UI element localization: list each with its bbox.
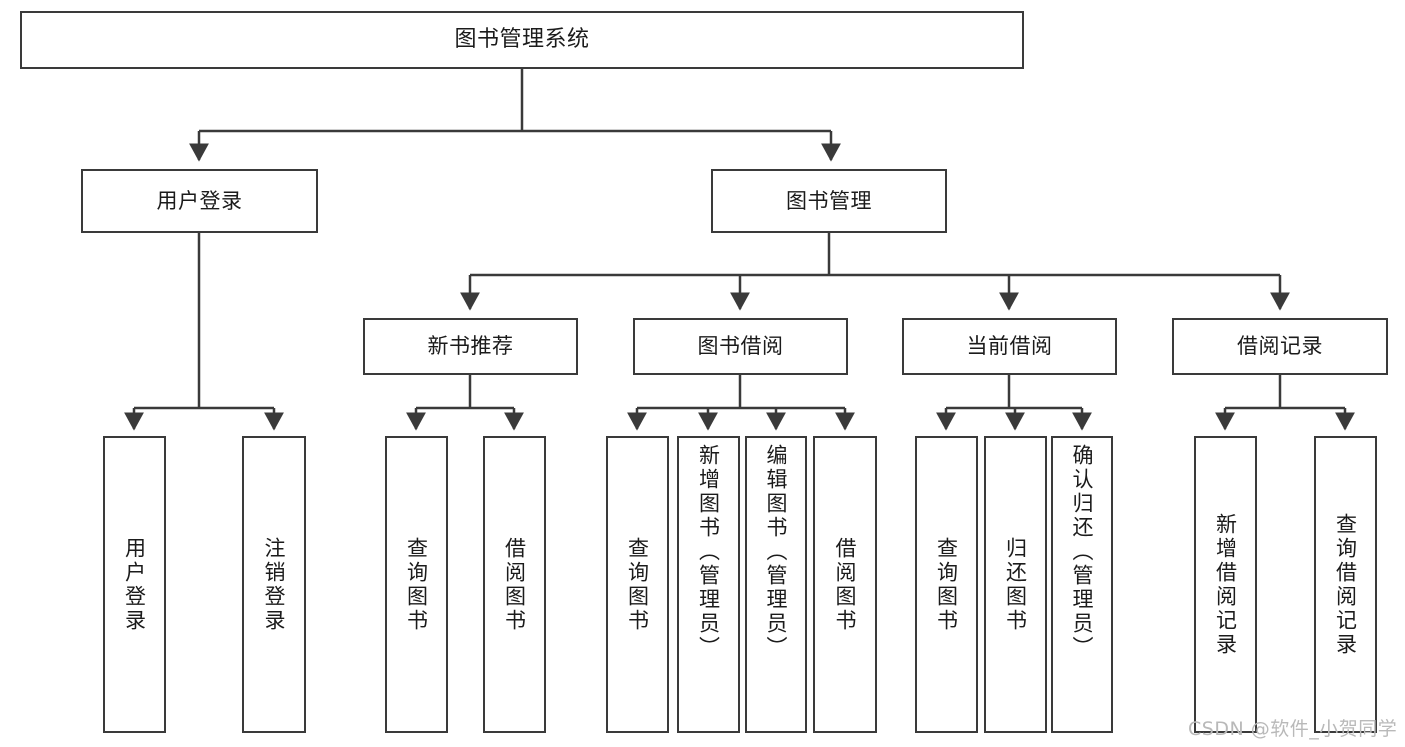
- leaf-edit-book-admin[interactable]: 编辑图书（管理员）: [745, 436, 807, 733]
- leaf-add-borrow-record[interactable]: 新增借阅记录: [1194, 436, 1257, 733]
- node-label: 借阅图书: [502, 536, 527, 633]
- node-label: 确认归还（管理员）: [1070, 444, 1095, 660]
- leaf-query-book-recommend[interactable]: 查询图书: [385, 436, 448, 733]
- node-book-management[interactable]: 图书管理: [711, 169, 947, 233]
- node-label: 编辑图书（管理员）: [764, 444, 789, 660]
- node-label: 注销登录: [262, 536, 287, 633]
- node-label: 新书推荐: [427, 334, 514, 359]
- node-label: 查询借阅记录: [1333, 512, 1358, 657]
- node-label: 归还图书: [1003, 536, 1028, 633]
- node-label: 图书管理: [786, 188, 872, 213]
- node-label: 借阅记录: [1237, 334, 1323, 359]
- leaf-query-borrow-record[interactable]: 查询借阅记录: [1314, 436, 1377, 733]
- node-label: 查询图书: [404, 536, 429, 633]
- csdn-watermark: CSDN @软件_小贺同学: [1188, 718, 1398, 740]
- leaf-query-book-borrow[interactable]: 查询图书: [606, 436, 669, 733]
- leaf-borrow-book[interactable]: 借阅图书: [813, 436, 877, 733]
- node-user-login[interactable]: 用户登录: [81, 169, 318, 233]
- leaf-user-login[interactable]: 用户登录: [103, 436, 166, 733]
- node-label: 借阅图书: [833, 536, 858, 633]
- node-new-book-recommend[interactable]: 新书推荐: [363, 318, 578, 375]
- node-root-system[interactable]: 图书管理系统: [20, 11, 1024, 69]
- leaf-query-book-current[interactable]: 查询图书: [915, 436, 978, 733]
- leaf-add-book-admin[interactable]: 新增图书（管理员）: [677, 436, 740, 733]
- node-current-borrow[interactable]: 当前借阅: [902, 318, 1117, 375]
- node-label: 当前借阅: [966, 334, 1053, 359]
- leaf-borrow-book-recommend[interactable]: 借阅图书: [483, 436, 546, 733]
- node-label: 查询图书: [934, 536, 959, 633]
- node-label: 查询图书: [625, 536, 650, 633]
- node-label: 用户登录: [122, 536, 147, 633]
- node-label: 新增借阅记录: [1213, 512, 1238, 657]
- node-label: 图书管理系统: [454, 27, 590, 53]
- node-label: 新增图书（管理员）: [696, 444, 721, 660]
- node-borrow-records[interactable]: 借阅记录: [1172, 318, 1388, 375]
- leaf-confirm-return-admin[interactable]: 确认归还（管理员）: [1051, 436, 1113, 733]
- leaf-user-logout[interactable]: 注销登录: [242, 436, 306, 733]
- node-book-borrow[interactable]: 图书借阅: [633, 318, 848, 375]
- leaf-return-book[interactable]: 归还图书: [984, 436, 1047, 733]
- node-label: 用户登录: [156, 188, 243, 213]
- node-label: 图书借阅: [697, 334, 784, 359]
